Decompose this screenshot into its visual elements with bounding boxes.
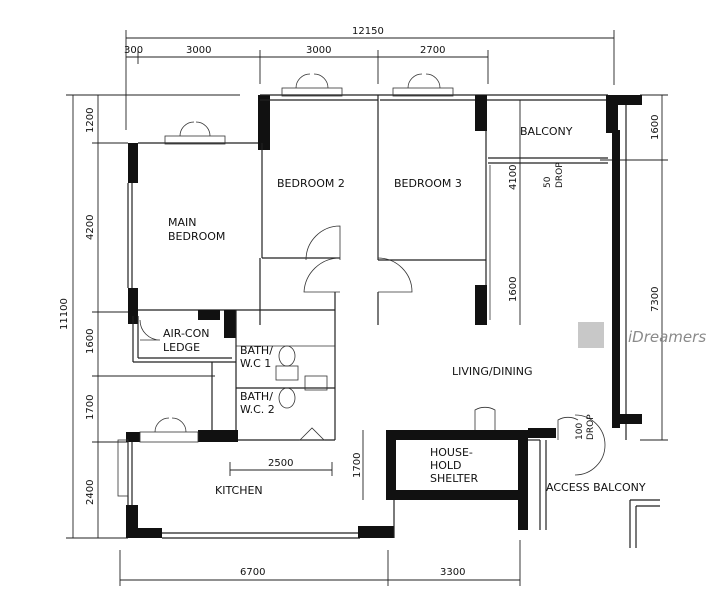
- label-aircon-2: LEDGE: [163, 341, 200, 354]
- dim-balcony-inner: 4100: [508, 165, 519, 190]
- doors: [139, 225, 606, 476]
- dim-kitchen-depth: 1700: [352, 453, 363, 478]
- right-dimensions: 1600 7300: [600, 94, 668, 441]
- windows: [117, 73, 454, 497]
- dim-left-2: 4200: [85, 215, 96, 240]
- label-balcony: BALCONY: [520, 125, 573, 138]
- dim-right-1: 1600: [650, 115, 661, 140]
- dim-bottom-1: 6700: [240, 567, 265, 578]
- toilet-2: [278, 387, 296, 409]
- window-kitchen: [117, 417, 199, 497]
- label-shelter-3: SHELTER: [430, 472, 478, 485]
- label-main-bedroom-2: BEDROOM: [168, 230, 225, 243]
- dim-left-3: 1600: [85, 329, 96, 354]
- window-bedroom-3: [392, 73, 454, 97]
- label-living-dining: LIVING/DINING: [452, 365, 533, 378]
- window-bedroom-2: [281, 73, 343, 97]
- window-main-bedroom: [164, 121, 226, 145]
- label-kitchen: KITCHEN: [215, 484, 263, 497]
- dim-top-1: 300: [124, 45, 143, 56]
- door-shelter: [474, 406, 496, 430]
- watermark-text: iDreamers: [628, 328, 706, 346]
- toilet-1: [278, 345, 296, 367]
- dim-top-3: 3000: [306, 45, 331, 56]
- label-bath-2a: BATH/: [240, 390, 273, 403]
- label-main-bedroom-1: MAIN: [168, 216, 197, 229]
- label-access-balcony: ACCESS BALCONY: [546, 481, 646, 494]
- drop-100-label: DROP: [586, 414, 596, 440]
- label-shelter-2: HOLD: [430, 459, 462, 472]
- bottom-dimensions: 6700 3300: [119, 540, 521, 586]
- basin-2: [304, 375, 328, 391]
- left-dimensions: 11100 1200 4200 1600 1700 2400: [59, 94, 240, 539]
- label-bedroom-3: BEDROOM 3: [394, 177, 462, 190]
- dim-left-1: 1200: [85, 108, 96, 133]
- drop-50-label: DROP: [555, 162, 565, 188]
- dim-left-4: 1700: [85, 395, 96, 420]
- dim-top-4: 2700: [420, 45, 445, 56]
- door-bedroom-2: [305, 225, 341, 261]
- drop-100-value: 100: [575, 423, 585, 440]
- dim-right-2: 7300: [650, 287, 661, 312]
- drop-50-value: 50: [543, 176, 553, 188]
- label-aircon-1: AIR-CON: [163, 327, 210, 340]
- fixtures: [236, 165, 491, 409]
- basin-1: [275, 365, 299, 381]
- label-bath-1a: BATH/: [240, 344, 273, 357]
- label-bedroom-2: BEDROOM 2: [277, 177, 345, 190]
- door-bedroom-3: [377, 257, 413, 293]
- room-labels: MAIN BEDROOM BEDROOM 2 BEDROOM 3 BALCONY…: [163, 125, 646, 497]
- dim-balcony-lower: 1600: [508, 277, 519, 302]
- door-bedroom-2b: [303, 257, 341, 293]
- dim-left-total: 11100: [59, 298, 70, 330]
- inner-dimensions: 2500 1700 4100 1600: [229, 100, 521, 500]
- dim-top-2: 3000: [186, 45, 211, 56]
- door-aircon-ledge: [139, 319, 161, 341]
- watermark-logo-icon: [578, 322, 604, 348]
- walls: [126, 94, 660, 548]
- watermark: iDreamers: [578, 322, 706, 348]
- bath-2-door-marker: [299, 427, 325, 441]
- label-bath-2b: W.C. 2: [240, 403, 275, 416]
- dim-kitchen-width: 2500: [268, 458, 293, 469]
- door-access-balcony: [557, 416, 579, 440]
- dim-bottom-2: 3300: [440, 567, 465, 578]
- top-dimensions: 12150 300 3000 3000 2700: [124, 26, 615, 130]
- label-shelter-1: HOUSE-: [430, 446, 473, 459]
- door-drop: [574, 414, 606, 476]
- annotations: 50 DROP 100 DROP: [543, 162, 596, 440]
- label-bath-1b: W.C 1: [240, 357, 271, 370]
- dim-left-5: 2400: [85, 480, 96, 505]
- dim-top-total: 12150: [352, 26, 384, 37]
